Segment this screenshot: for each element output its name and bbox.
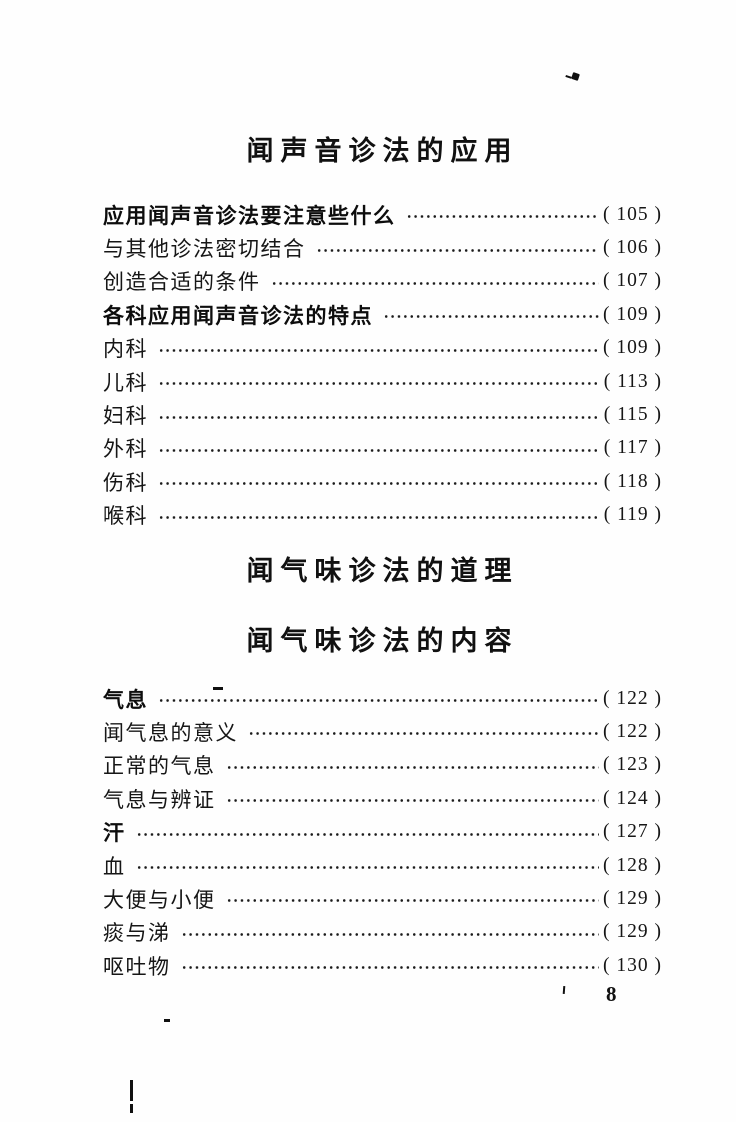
toc-entry-page-number: ( 105 ) — [603, 203, 662, 225]
dot-leader — [180, 931, 599, 937]
toc-entry-page-number: ( 129 ) — [603, 887, 662, 909]
toc-entry: 汗 ( 127 ) — [103, 815, 662, 848]
dot-leader — [180, 965, 599, 971]
dot-leader — [158, 447, 600, 453]
toc-entry-label: 伤科 — [103, 470, 148, 495]
toc-entry-label: 血 — [103, 854, 126, 879]
toc-entry: 痰与涕 ( 129 ) — [103, 916, 662, 949]
toc-entry: 与其他诊法密切结合 ( 106 ) — [103, 231, 662, 264]
dot-leader — [405, 214, 599, 220]
toc-entry-page-number: ( 118 ) — [603, 470, 662, 492]
toc-entry-label: 应用闻声音诊法要注意些什么 — [103, 203, 396, 228]
dot-leader — [315, 247, 599, 253]
toc-entry-page-number: ( 115 ) — [603, 404, 662, 426]
toc-entry: 内科 ( 109 ) — [103, 332, 662, 365]
toc-entry-label: 创造合适的条件 — [103, 270, 261, 295]
toc-entry: 气息 ( 122 ) — [103, 682, 662, 715]
toc-entry-page-number: ( 123 ) — [603, 754, 662, 776]
toc-entry: 创造合适的条件 ( 107 ) — [103, 265, 662, 298]
dot-leader — [158, 347, 599, 353]
toc-entry-label: 妇科 — [103, 404, 148, 429]
dot-leader — [225, 898, 599, 904]
dot-leader — [158, 481, 600, 487]
toc-entry-label: 呕吐物 — [103, 954, 171, 979]
toc-entry: 血 ( 128 ) — [103, 849, 662, 882]
toc-entry-page-number: ( 129 ) — [603, 921, 662, 943]
toc-entry-label: 儿科 — [103, 370, 148, 395]
section-title: 闻气味诊法的内容 — [246, 625, 519, 656]
dot-leader — [135, 831, 599, 837]
toc-entry-page-number: ( 106 ) — [603, 237, 662, 259]
toc-entry: 闻气息的意义 ( 122 ) — [103, 715, 662, 748]
dot-leader — [225, 764, 599, 770]
ink-tick — [562, 985, 566, 995]
toc-entry-page-number: ( 109 ) — [603, 337, 662, 359]
toc-entry: 气息与辨证 ( 124 ) — [103, 782, 662, 815]
toc-entry-label: 正常的气息 — [103, 754, 216, 779]
ink-dash-over-leader — [213, 687, 223, 690]
toc-entry-label: 内科 — [103, 337, 148, 362]
toc-entry-page-number: ( 122 ) — [603, 720, 662, 742]
dot-leader — [270, 280, 599, 286]
folio-page-number: 8 — [606, 982, 617, 1006]
toc-entry-page-number: ( 130 ) — [603, 954, 662, 976]
binding-line-lower — [130, 1104, 133, 1113]
dot-leader — [158, 698, 599, 704]
toc-content: 闻声音诊法的应用应用闻声音诊法要注意些什么 ( 105 ) 与其他诊法密切结合 ( 1… — [103, 0, 662, 982]
toc-entry-label: 各科应用闻声音诊法的特点 — [103, 303, 373, 328]
toc-entry: 外科 ( 117 ) — [103, 432, 662, 465]
toc-entry-page-number: ( 109 ) — [603, 303, 662, 325]
toc-entry-page-number: ( 128 ) — [603, 854, 662, 876]
toc-entry: 应用闻声音诊法要注意些什么 ( 105 ) — [103, 198, 662, 231]
binding-line-upper — [130, 1080, 133, 1101]
dot-leader — [383, 314, 599, 320]
toc-entry: 大便与小便 ( 129 ) — [103, 882, 662, 915]
section-title: 闻气味诊法的道理 — [246, 555, 519, 586]
toc-entry: 喉科 ( 119 ) — [103, 499, 662, 532]
toc-entry: 妇科 ( 115 ) — [103, 398, 662, 431]
toc-entry-label: 痰与涕 — [103, 921, 171, 946]
toc-entry-page-number: ( 127 ) — [603, 821, 662, 843]
toc-entry-page-number: ( 107 ) — [603, 270, 662, 292]
toc-entry-page-number: ( 117 ) — [603, 437, 662, 459]
toc-entry-page-number: ( 122 ) — [603, 687, 662, 709]
toc-list: 气息 ( 122 ) 闻气息的意义 ( 122 ) 正常的气息 ( 123 ) 气息与辨证 (… — [103, 682, 662, 983]
toc-entry: 伤科 ( 118 ) — [103, 465, 662, 498]
toc-entry-label: 大便与小便 — [103, 887, 216, 912]
toc-entry-label: 与其他诊法密切结合 — [103, 237, 306, 262]
toc-entry-label: 外科 — [103, 437, 148, 462]
toc-entry-label: 气息与辨证 — [103, 787, 216, 812]
dot-leader — [158, 514, 600, 520]
dot-leader — [135, 865, 599, 871]
toc-entry-label: 气息 — [103, 687, 148, 712]
toc-entry-label: 闻气息的意义 — [103, 720, 238, 745]
toc-entry-page-number: ( 113 ) — [603, 370, 662, 392]
toc-list: 应用闻声音诊法要注意些什么 ( 105 ) 与其他诊法密切结合 ( 106 ) 创造合适… — [103, 198, 662, 532]
toc-entry-page-number: ( 124 ) — [603, 787, 662, 809]
toc-entry-label: 喉科 — [103, 504, 148, 529]
toc-entry-page-number: ( 119 ) — [603, 504, 662, 526]
toc-entry: 呕吐物 ( 130 ) — [103, 949, 662, 982]
dot-leader — [158, 381, 600, 387]
toc-entry: 各科应用闻声音诊法的特点 ( 109 ) — [103, 298, 662, 331]
section-title: 闻声音诊法的应用 — [246, 136, 519, 166]
toc-entry: 正常的气息 ( 123 ) — [103, 749, 662, 782]
toc-entry-label: 汗 — [103, 821, 126, 846]
toc-entry: 儿科 ( 113 ) — [103, 365, 662, 398]
dot-leader — [248, 731, 599, 737]
dot-leader — [225, 798, 599, 804]
ink-dash-bottom — [164, 1019, 170, 1022]
dot-leader — [158, 414, 600, 420]
